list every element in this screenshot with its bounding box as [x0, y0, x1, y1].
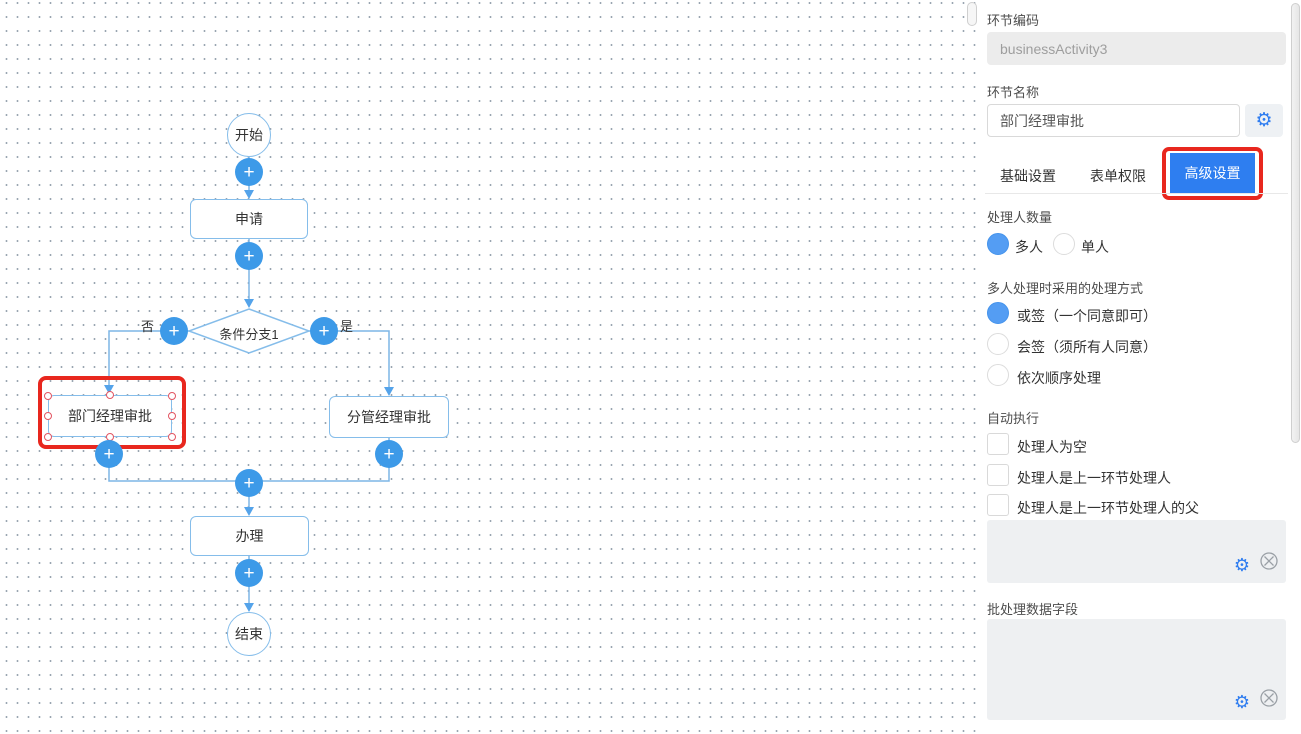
node-end[interactable]: 结束 [227, 612, 271, 656]
arrowhead [244, 507, 254, 516]
arrowhead [384, 387, 394, 396]
condition-diamond-shape[interactable] [186, 308, 312, 354]
selection-handle[interactable] [168, 392, 176, 400]
tab-advanced-settings[interactable]: 高级设置 [1170, 153, 1255, 193]
flow-edges [104, 157, 394, 612]
plus-icon: + [383, 443, 395, 465]
add-node-button[interactable]: + [375, 440, 403, 468]
selection-handle[interactable] [106, 391, 114, 399]
radio-or-sign-label: 或签（一个同意即可） [1017, 308, 1157, 324]
node-handle-label: 办理 [235, 528, 264, 544]
add-node-button[interactable]: + [235, 559, 263, 587]
node-branch-manager-approval[interactable]: 分管经理审批 [329, 396, 449, 438]
activity-name-value: 部门经理审批 [1000, 112, 1084, 129]
arrowhead [104, 385, 114, 394]
radio-countersign[interactable] [987, 333, 1009, 355]
selection-handle[interactable] [44, 392, 52, 400]
plus-icon: + [243, 161, 255, 183]
arrowhead [244, 190, 254, 199]
branch-label-no: 否 [141, 319, 155, 334]
radio-single-person[interactable] [1053, 233, 1075, 255]
gear-icon: ⚙ [1255, 110, 1273, 131]
handler-count-label: 处理人数量 [987, 210, 1053, 225]
radio-sequential[interactable] [987, 364, 1009, 386]
selection-handle[interactable] [168, 412, 176, 420]
activity-name-settings-button[interactable]: ⚙ [1245, 104, 1283, 137]
checkbox-handler-parent-of-prev-label: 处理人是上一环节处理人的父 [1017, 500, 1199, 516]
node-end-label: 结束 [235, 626, 263, 642]
selected-node-annotation [38, 376, 186, 449]
settings-tabs: 基础设置 表单权限 高级设置 [987, 146, 1286, 200]
plus-icon: + [168, 320, 180, 342]
node-branch-manager-label: 分管经理审批 [347, 409, 431, 425]
plus-icon: + [243, 245, 255, 267]
canvas-scrollbar-thumb[interactable] [967, 2, 977, 26]
add-node-button[interactable]: + [95, 440, 123, 468]
tab-form-permissions[interactable]: 表单权限 [1090, 168, 1146, 184]
multi-method-label: 多人处理时采用的处理方式 [987, 281, 1144, 296]
add-node-button[interactable]: + [235, 242, 263, 270]
page-scrollbar-thumb[interactable] [1291, 3, 1300, 443]
branch-label-yes: 是 [340, 319, 354, 334]
clear-icon[interactable] [1260, 689, 1278, 712]
add-node-button[interactable]: + [160, 317, 188, 345]
radio-single-person-label: 单人 [1081, 239, 1109, 255]
tab-basic-settings[interactable]: 基础设置 [1000, 168, 1056, 184]
node-start[interactable]: 开始 [227, 113, 271, 157]
active-tab-annotation [1162, 147, 1263, 200]
radio-sequential-label: 依次顺序处理 [1017, 370, 1101, 386]
batch-field-box[interactable]: ⚙ [987, 619, 1286, 720]
checkbox-handler-empty[interactable] [987, 433, 1009, 455]
selection-handle[interactable] [168, 433, 176, 441]
checkbox-handler-same-as-prev-label: 处理人是上一环节处理人 [1017, 470, 1171, 486]
batch-field-label: 批处理数据字段 [987, 602, 1079, 617]
activity-name-input[interactable]: 部门经理审批 [987, 104, 1240, 137]
gear-icon[interactable]: ⚙ [1233, 555, 1250, 575]
radio-or-sign[interactable] [987, 302, 1009, 324]
auto-exec-label: 自动执行 [987, 411, 1040, 426]
selection-handle[interactable] [44, 412, 52, 420]
flow-canvas[interactable]: 开始 申请 条件分支1 否 是 部门经理审批 分管经理审批 办理 结束 [0, 0, 983, 734]
node-handle[interactable]: 办理 [190, 516, 309, 556]
page-scrollbar[interactable] [1290, 0, 1301, 734]
node-apply-label: 申请 [235, 211, 263, 227]
arrowhead [244, 603, 254, 612]
selection-handle[interactable] [44, 433, 52, 441]
add-node-button[interactable]: + [235, 469, 263, 497]
node-dept-manager-label: 部门经理审批 [68, 408, 152, 424]
add-node-button[interactable]: + [235, 158, 263, 186]
auto-exec-field-box[interactable]: ⚙ [987, 520, 1286, 583]
checkbox-handler-same-as-prev[interactable] [987, 464, 1009, 486]
arrowhead [244, 299, 254, 308]
clear-icon[interactable] [1260, 552, 1278, 575]
checkbox-handler-empty-label: 处理人为空 [1017, 439, 1087, 455]
plus-icon: + [318, 320, 330, 342]
properties-panel: 环节编码 businessActivity3 环节名称 部门经理审批 ⚙ 基础设… [985, 0, 1288, 734]
add-node-button[interactable]: + [310, 317, 338, 345]
gear-icon[interactable]: ⚙ [1233, 692, 1250, 712]
radio-countersign-label: 会签（须所有人同意） [1017, 339, 1157, 355]
node-start-label: 开始 [235, 127, 263, 143]
node-apply[interactable]: 申请 [190, 199, 308, 239]
activity-code-input[interactable]: businessActivity3 [987, 32, 1286, 65]
plus-icon: + [103, 443, 115, 465]
plus-icon: + [243, 472, 255, 494]
node-condition-label: 条件分支1 [219, 327, 279, 342]
radio-multiple-people-label: 多人 [1015, 239, 1043, 255]
radio-multiple-people[interactable] [987, 233, 1009, 255]
tabs-divider [985, 193, 1288, 194]
checkbox-handler-parent-of-prev[interactable] [987, 494, 1009, 516]
plus-icon: + [243, 562, 255, 584]
activity-name-label: 环节名称 [987, 85, 1040, 100]
tab-advanced-settings-label: 高级设置 [1184, 165, 1241, 181]
activity-code-label: 环节编码 [987, 13, 1040, 28]
activity-code-value: businessActivity3 [1000, 40, 1108, 57]
